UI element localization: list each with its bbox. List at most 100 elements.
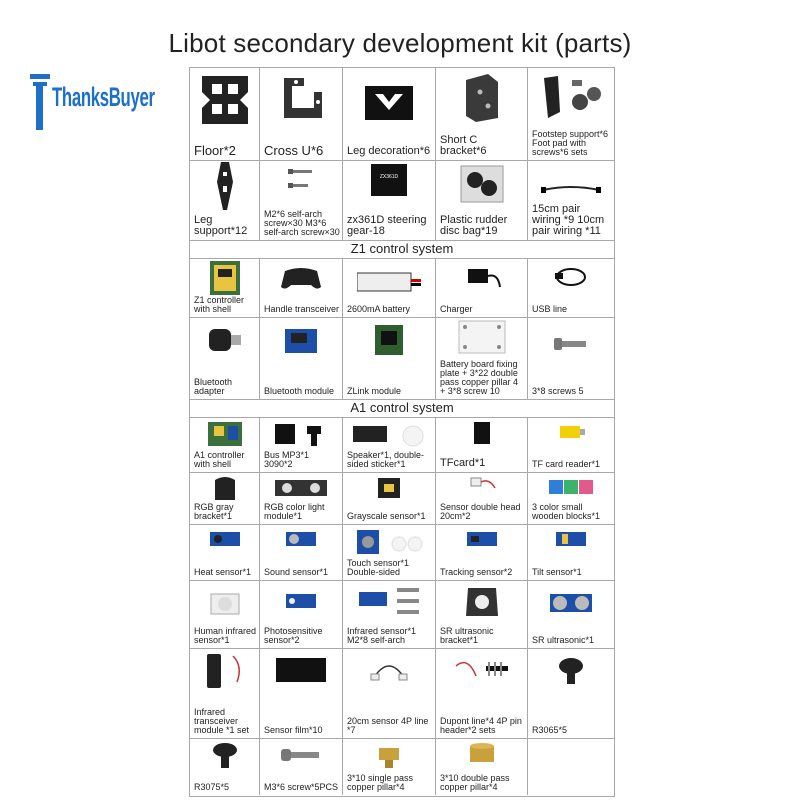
part-cell: Charger [436, 259, 528, 317]
part-label: Photosensitive sensor*2 [264, 626, 323, 645]
servo-gear-icon: ZX361D [371, 164, 407, 196]
part-label: TFcard*1 [440, 457, 486, 469]
copper-pillar-icon [469, 743, 494, 762]
sensor-module-icon [210, 593, 239, 615]
part-cell: Dupont line*4 4P pin header*2 sets [436, 648, 528, 738]
screw-icon [281, 749, 319, 761]
part-label: Bus MP3*1 3090*2 [264, 450, 310, 469]
part-label: 3 color small wooden blocks*1 [532, 502, 601, 521]
part-label: Leg decoration*6 [347, 145, 431, 157]
controller-board-icon [207, 422, 242, 446]
part-cell: Human infrared sensor*1 [190, 580, 260, 648]
part-label: 15cm pair wiring *9 10cm pair wiring *11 [532, 203, 605, 237]
part-label: Speaker*1, double-sided sticker*1 [347, 450, 425, 469]
part-cell: Leg decoration*6 [343, 68, 436, 160]
wooden-blocks-icon [549, 480, 593, 494]
bluetooth-adapter-icon [208, 329, 241, 351]
part-cell: RGB color light module*1 [260, 472, 343, 524]
parts-grid: Floor*2 Cross U*6 Leg decoration*6 Short… [189, 67, 615, 797]
gamepad-icon [281, 268, 321, 289]
part-cell: R3075*5 [190, 738, 260, 795]
part-label: RGB gray bracket*1 [194, 502, 234, 521]
screw-icon [554, 338, 586, 350]
part-cell: SR ultrasonic*1 [528, 580, 614, 648]
card-reader-icon [560, 426, 585, 438]
part-label: 3*10 single pass copper pillar*4 [347, 773, 414, 792]
part-label: Infrared transceiver module *1 set [194, 707, 250, 735]
part-cell: ZX361D zx361D steering gear-18 [343, 160, 436, 240]
floor-plate-icon [201, 76, 248, 124]
controller-board-icon [209, 261, 240, 295]
sensor-module-icon [209, 532, 240, 546]
part-cell: TF card reader*1 [528, 418, 614, 472]
part-label: A1 controller with shell [194, 450, 245, 469]
cross-u-bracket-icon [284, 78, 322, 118]
sensor-film-icon [276, 658, 326, 682]
part-cell: A1 controller with shell [190, 418, 260, 472]
parts-row: Heat sensor*1 Sound sensor*1 Touch senso… [190, 524, 614, 581]
grayscale-sensor-icon [378, 478, 400, 498]
part-cell: Cross U*6 [260, 68, 343, 160]
mp3-module-icon [275, 424, 321, 446]
wiring-icon [541, 186, 601, 193]
part-cell: Touch sensor*1 Double-sided [343, 524, 436, 580]
part-label: USB line [532, 304, 568, 314]
part-label: SR ultrasonic*1 [532, 635, 595, 645]
part-cell: Sound sensor*1 [260, 524, 343, 580]
short-c-bracket-icon [465, 74, 498, 122]
part-cell: ZLink module [343, 317, 436, 399]
part-cell: Speaker*1, double-sided sticker*1 [343, 418, 436, 472]
parts-row: Bluetooth adapter Bluetooth module ZLink… [190, 317, 614, 400]
screws-icon [288, 169, 312, 188]
rivet-icon [559, 658, 583, 684]
part-cell: 2600mA battery [343, 259, 436, 317]
part-label: Sound sensor*1 [264, 567, 329, 577]
pin-header-icon [455, 661, 508, 677]
part-label: 3*10 double pass copper pillar*4 [440, 773, 510, 792]
ultrasonic-icon [550, 594, 592, 612]
part-label: Charger [440, 304, 473, 314]
part-label: Sensor film*10 [264, 725, 323, 735]
part-cell: Photosensitive sensor*2 [260, 580, 343, 648]
part-label: Tracking sensor*2 [440, 567, 513, 577]
part-label: zx361D steering gear-18 [347, 214, 427, 237]
part-cell: R3065*5 [528, 648, 614, 738]
part-cell: M2*6 self-arch screw×30 M3*6 self-arch s… [260, 160, 343, 240]
parts-row: R3075*5 M3*6 screw*5PCS 3*10 single pass… [190, 738, 614, 795]
part-cell: Plastic rudder disc bag*19 [436, 160, 528, 240]
part-cell: Bluetooth adapter [190, 317, 260, 399]
part-label: Grayscale sensor*1 [347, 511, 426, 521]
part-cell: Infrared transceiver module *1 set [190, 648, 260, 738]
rgb-module-icon [275, 480, 327, 496]
speaker-icon [353, 425, 424, 447]
cable-icon [470, 477, 496, 489]
part-label: Human infrared sensor*1 [194, 626, 257, 645]
part-label: Z1 controller with shell [194, 295, 245, 314]
part-label: Footstep support*6 Foot pad with screws*… [532, 129, 609, 157]
parts-row: RGB gray bracket*1 RGB color light modul… [190, 472, 614, 525]
part-cell: Infrared sensor*1 M2*8 self-arch [343, 580, 436, 648]
part-cell: Heat sensor*1 [190, 524, 260, 580]
rudder-disc-bag-icon [460, 165, 503, 203]
leg-support-icon [216, 162, 233, 210]
part-label: Cross U*6 [264, 143, 324, 158]
part-label: 20cm sensor 4P line *7 [347, 716, 429, 735]
parts-row: Human infrared sensor*1 Photosensitive s… [190, 580, 614, 649]
part-cell: Tilt sensor*1 [528, 524, 614, 580]
footstep-support-icon [544, 76, 601, 118]
part-label: Leg support*12 [194, 214, 248, 237]
part-cell: M3*6 screw*5PCS [260, 738, 343, 795]
bluetooth-module-icon [285, 329, 317, 353]
part-label: Infrared sensor*1 M2*8 self-arch [347, 626, 417, 645]
section-heading-a1: A1 control system [190, 399, 614, 418]
part-cell: Tracking sensor*2 [436, 524, 528, 580]
part-cell: Bus MP3*1 3090*2 [260, 418, 343, 472]
part-cell: Sensor double head 20cm*2 [436, 472, 528, 524]
part-label: Sensor double head 20cm*2 [440, 502, 521, 521]
bracket-icon [214, 477, 235, 500]
leg-decoration-icon [365, 86, 413, 120]
logo-mark-icon [30, 74, 50, 130]
part-label: Handle transceiver [264, 304, 340, 314]
parts-row: A1 controller with shell Bus MP3*1 3090*… [190, 418, 614, 473]
part-label: Plastic rudder disc bag*19 [440, 214, 508, 237]
